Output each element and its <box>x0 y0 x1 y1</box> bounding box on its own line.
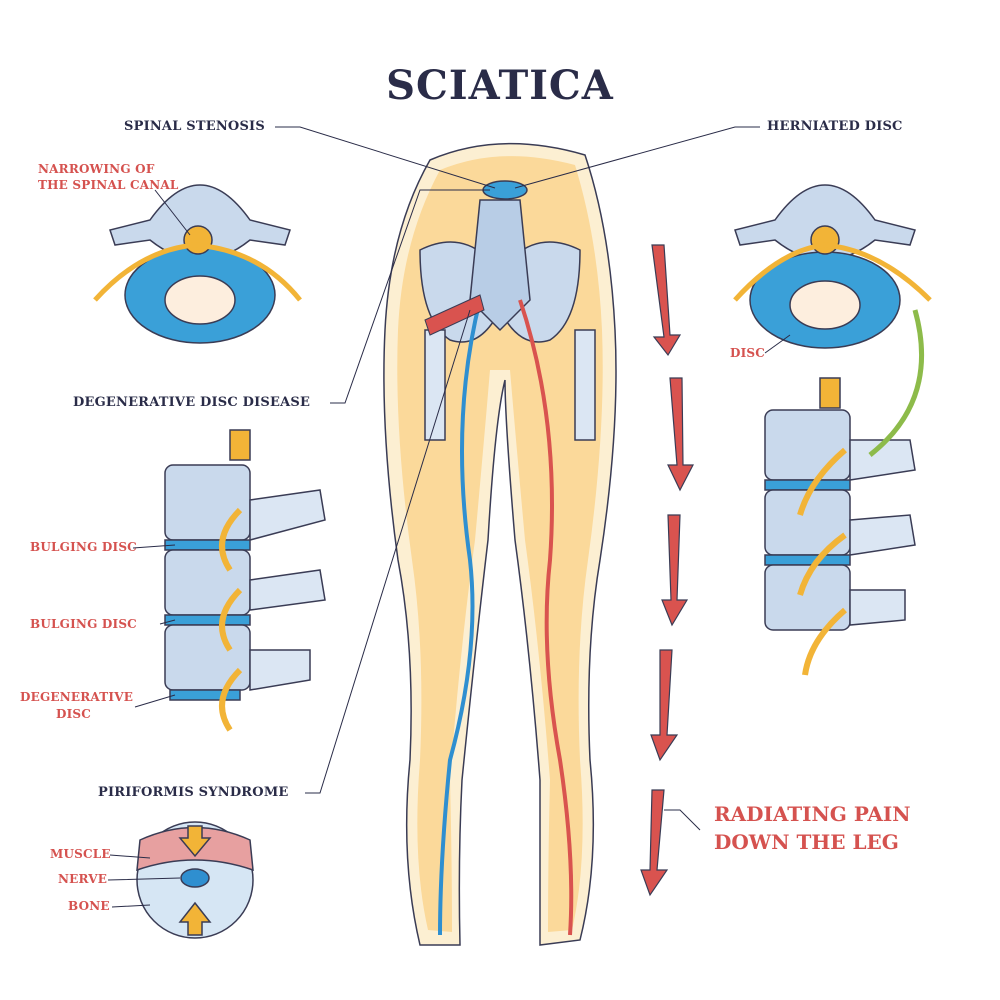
label-nerve: NERVE <box>58 872 108 886</box>
label-bulging-disc-2: BULGING DISC <box>30 617 137 631</box>
label-degenerative-1: DEGENERATIVE <box>20 690 134 704</box>
label-disc: DISC <box>730 346 766 360</box>
radiating-pain-line1: RADIATING PAIN <box>714 802 911 826</box>
radiating-pain-label: RADIATING PAIN DOWN THE LEG <box>714 800 911 856</box>
piriformis-inset <box>136 821 254 939</box>
leader-lines <box>107 126 791 908</box>
nerve-red <box>518 299 574 936</box>
label-narrowing-1: NARROWING OF <box>38 162 155 176</box>
relation-arrow <box>868 309 925 457</box>
label-degenerative-2: DISC <box>56 707 92 721</box>
label-degenerative-disc-disease: DEGENERATIVE DISC DISEASE <box>73 395 311 410</box>
herniated-spine <box>764 377 916 676</box>
piriformis-muscle <box>424 294 485 336</box>
pain-arrows <box>640 244 694 897</box>
herniated-disc-vertebra <box>733 184 932 349</box>
label-piriformis-syndrome: PIRIFORMIS SYNDROME <box>98 785 289 800</box>
label-muscle: MUSCLE <box>50 847 111 861</box>
label-spinal-stenosis: SPINAL STENOSIS <box>124 119 265 134</box>
pelvis <box>419 180 596 441</box>
label-bulging-disc-1: BULGING DISC <box>30 540 137 554</box>
degenerative-spine <box>164 429 326 732</box>
page-title: SCIATICA <box>386 62 614 109</box>
label-herniated-disc: HERNIATED DISC <box>767 119 903 134</box>
label-bone: BONE <box>68 899 110 913</box>
label-narrowing-2: THE SPINAL CANAL <box>38 178 179 192</box>
radiating-pain-line2: DOWN THE LEG <box>714 830 899 854</box>
nerve-blue <box>438 299 482 936</box>
spinal-stenosis-vertebra <box>93 184 302 344</box>
